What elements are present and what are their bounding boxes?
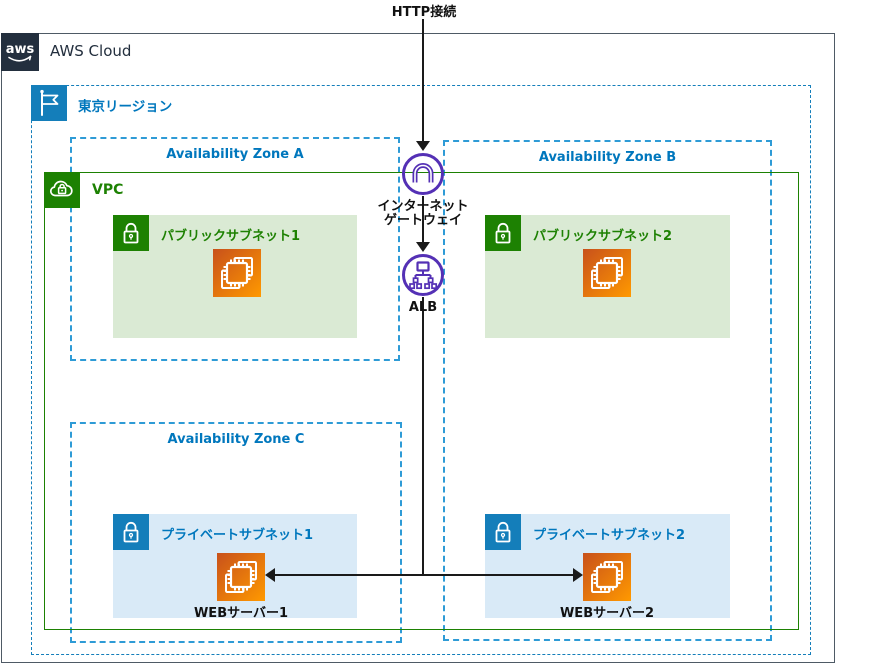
- az-b-label: Availability Zone B: [538, 150, 677, 165]
- igw-to-alb-arrowhead: [416, 242, 430, 252]
- alb-label: ALB: [408, 300, 438, 315]
- region-label: 東京リージョン: [78, 99, 173, 115]
- az-a-label: Availability Zone A: [166, 147, 304, 162]
- public-subnet-2-lock-icon: [485, 215, 521, 251]
- tokyo-region-boundary: [31, 85, 811, 655]
- vpc-icon: [44, 172, 80, 208]
- availability-zone-c: Availability Zone C: [70, 422, 402, 643]
- private-subnet-1-lock-icon: [113, 514, 149, 550]
- internet-gateway-label-line1: インターネット: [377, 199, 469, 214]
- web-server-1-label: WEBサーバー1: [193, 606, 289, 621]
- vpc-boundary: [44, 172, 799, 630]
- az-c-label: Availability Zone C: [167, 432, 305, 447]
- internet-gateway-icon: [401, 152, 445, 196]
- igw-to-alb-line: [422, 196, 424, 243]
- arrowhead-to-web-server-1: [265, 568, 275, 582]
- web-server-2-icon: [583, 553, 631, 601]
- vpc-label: VPC: [92, 182, 124, 198]
- private-subnet-2-label: プライベートサブネット2: [533, 528, 686, 543]
- internet-gateway-label: インターネット ゲートウェイ: [353, 200, 493, 228]
- ec2-instance-icon: [583, 249, 631, 297]
- availability-zone-a: Availability Zone A: [70, 137, 400, 361]
- region-flag-icon: [31, 85, 67, 121]
- http-arrow-line: [422, 19, 424, 142]
- internet-gateway-label-line2: ゲートウェイ: [383, 213, 462, 228]
- arrowhead-to-web-server-2: [573, 568, 583, 582]
- private-subnet-1-label: プライベートサブネット1: [161, 528, 314, 543]
- http-connection-label: HTTP接続: [391, 5, 457, 20]
- public-subnet-1-label: パブリックサブネット1: [161, 229, 301, 244]
- public-subnet-1-lock-icon: [113, 215, 149, 251]
- web-server-1-icon: [217, 553, 265, 601]
- private-subnet-2-lock-icon: [485, 514, 521, 550]
- aws-logo-icon: aws: [1, 33, 39, 71]
- ec2-instance-icon: [213, 249, 261, 297]
- alb-icon: [401, 253, 445, 297]
- public-subnet-2-label: パブリックサブネット2: [533, 229, 673, 244]
- http-arrowhead: [416, 141, 430, 151]
- aws-cloud-boundary: [1, 33, 835, 663]
- alb-down-line: [422, 297, 424, 576]
- web-server-2-label: WEBサーバー2: [559, 606, 655, 621]
- aws-cloud-label: AWS Cloud: [50, 42, 132, 60]
- alb-branch-line: [268, 574, 578, 576]
- svg-text:aws: aws: [6, 42, 35, 57]
- availability-zone-b: Availability Zone B: [443, 140, 772, 641]
